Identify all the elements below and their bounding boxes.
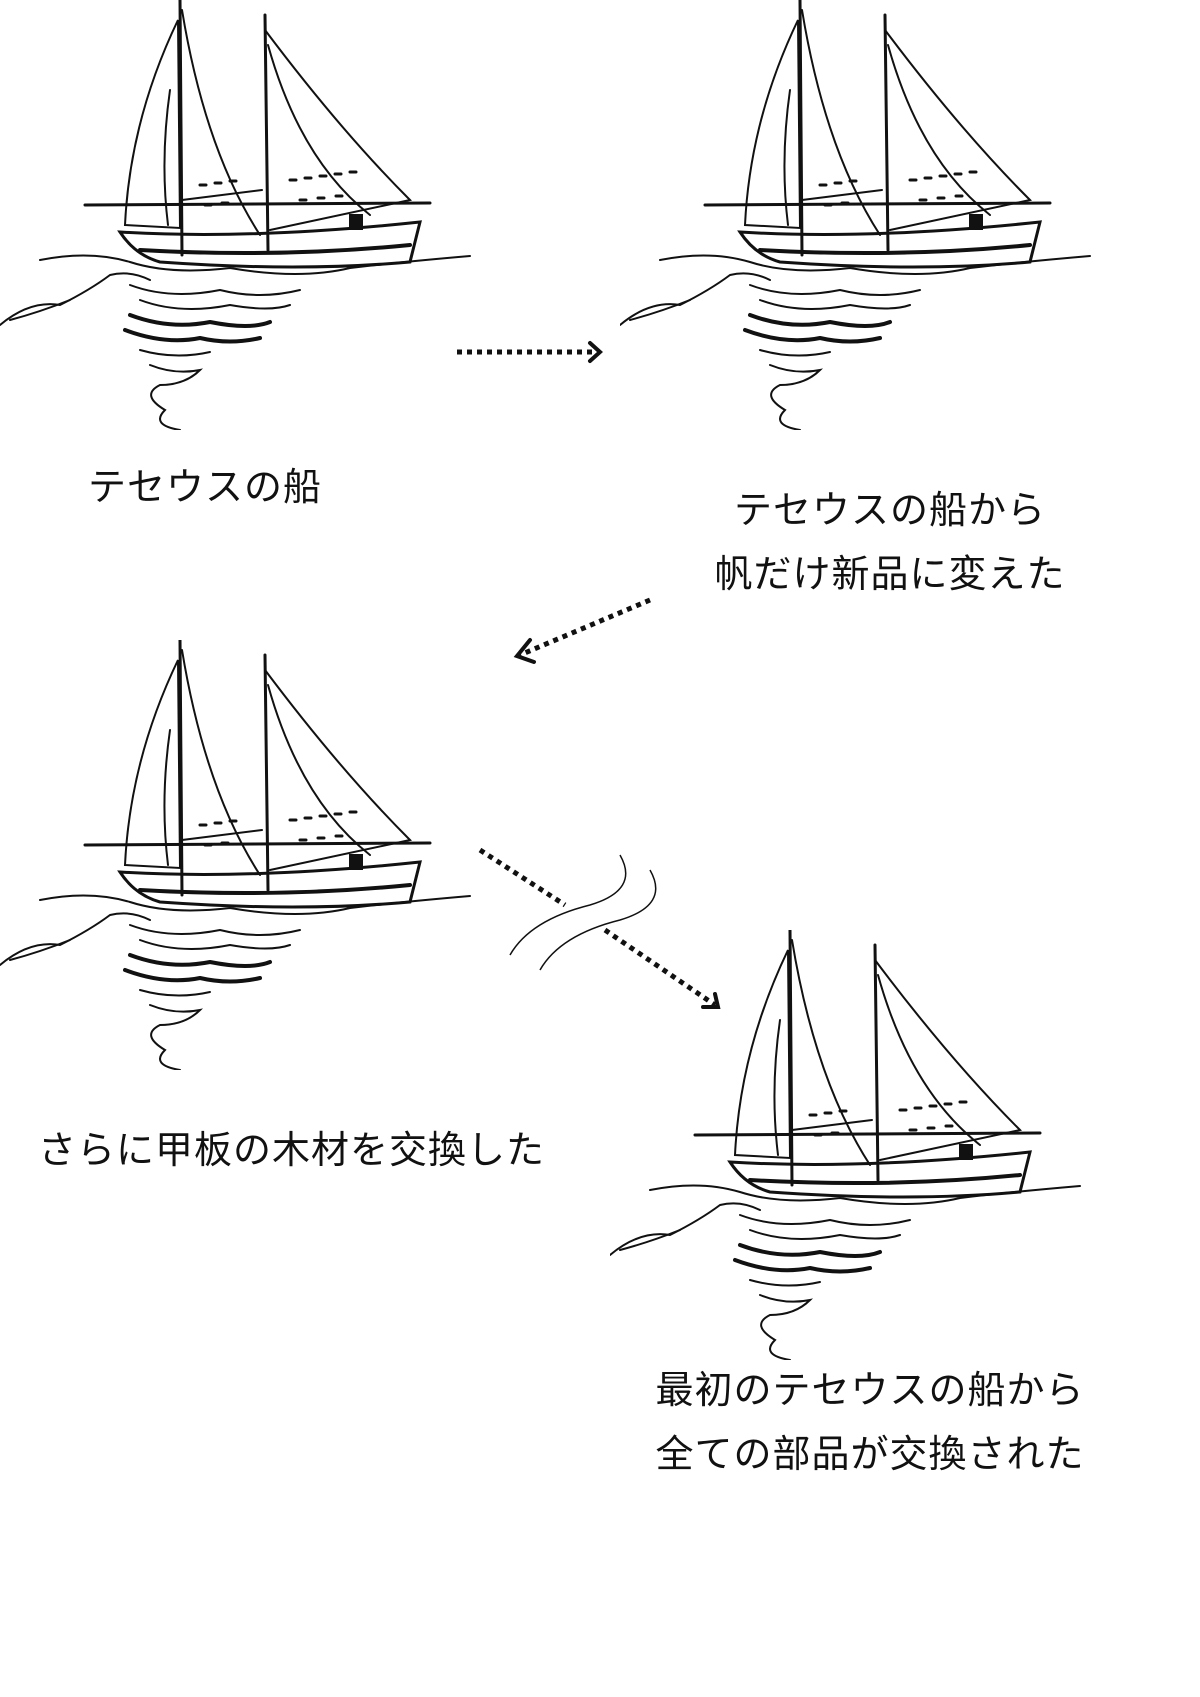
stage-4-label: 最初のテセウスの船から 全ての部品が交換された	[630, 1358, 1110, 1486]
arrow-3-to-4-part2	[603, 927, 717, 1008]
stage-1-label: テセウスの船	[88, 455, 322, 519]
stage-3-label: さらに甲板の木材を交換した	[38, 1118, 545, 1182]
label-line: さらに甲板の木材を交換した	[38, 1128, 546, 1172]
label-line: 帆だけ新品に変えた	[714, 552, 1066, 596]
time-break-wavy-lines	[509, 854, 657, 971]
stage-2-label: テセウスの船から 帆だけ新品に変えた	[690, 478, 1090, 606]
label-line: テセウスの船から	[733, 488, 1046, 532]
arrow-2-to-3	[519, 597, 651, 658]
arrowhead-icon	[701, 992, 721, 1009]
arrowhead-icon	[513, 638, 536, 664]
arrowhead-icon	[588, 341, 603, 363]
label-line: テセウスの船	[88, 465, 323, 509]
label-line: 全ての部品が交換された	[655, 1432, 1085, 1476]
label-line: 最初のテセウスの船から	[655, 1368, 1085, 1412]
arrow-3-to-4-part1	[478, 847, 567, 908]
